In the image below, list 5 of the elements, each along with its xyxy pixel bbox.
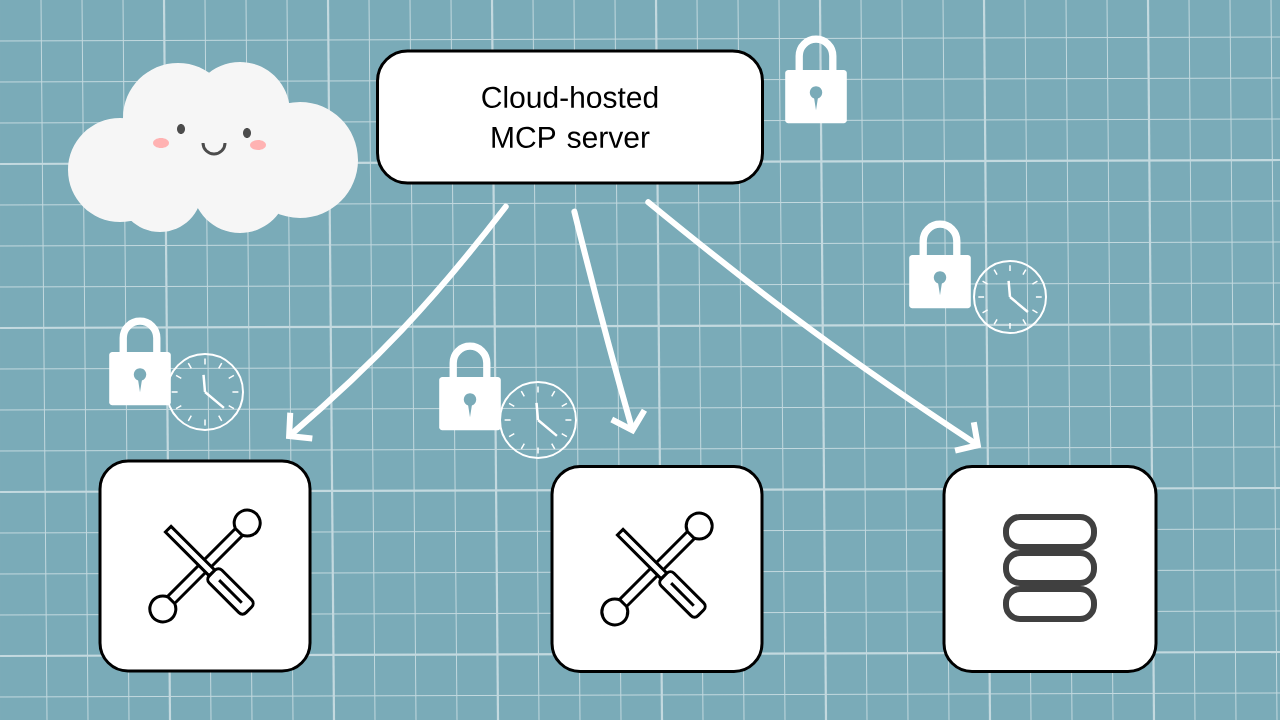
icon-box [942,465,1158,673]
arrow [285,203,509,442]
server-box: Cloud-hosted MCP server [376,49,764,185]
arrow [645,199,982,454]
arrow [571,208,648,435]
